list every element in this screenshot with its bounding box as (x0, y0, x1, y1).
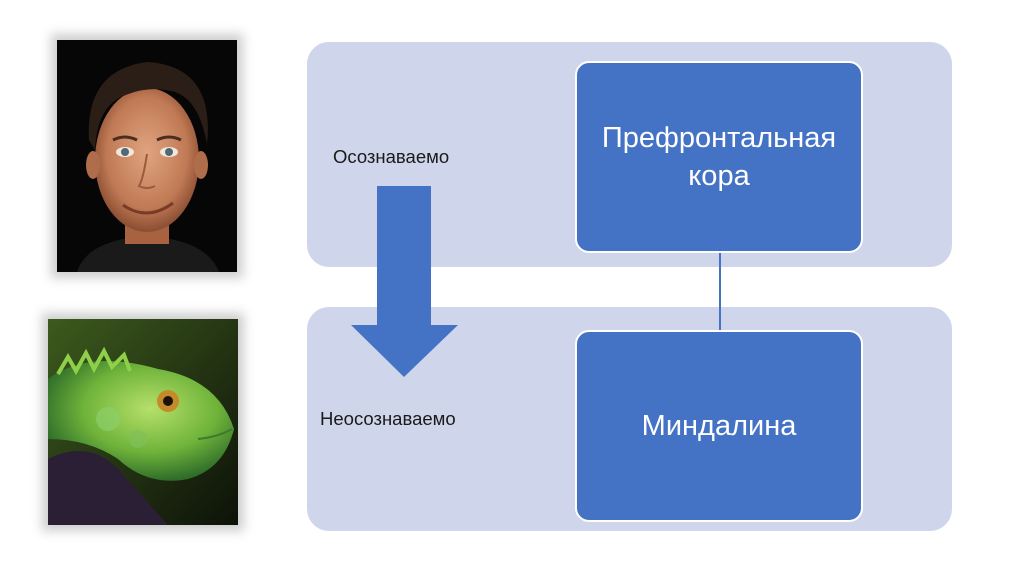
connector-line (719, 253, 721, 330)
green-iguana-photo (48, 319, 238, 525)
conscious-label: Осознаваемо (333, 146, 449, 168)
human-face-photo (57, 40, 237, 272)
amygdala-node: Миндалина (575, 330, 863, 522)
prefrontal-cortex-label: Префронтальная кора (587, 119, 851, 196)
unconscious-label: Неосознаваемо (320, 408, 456, 430)
down-arrow-icon (350, 186, 460, 383)
amygdala-label: Миндалина (642, 407, 797, 445)
prefrontal-cortex-node: Префронтальная кора (575, 61, 863, 253)
